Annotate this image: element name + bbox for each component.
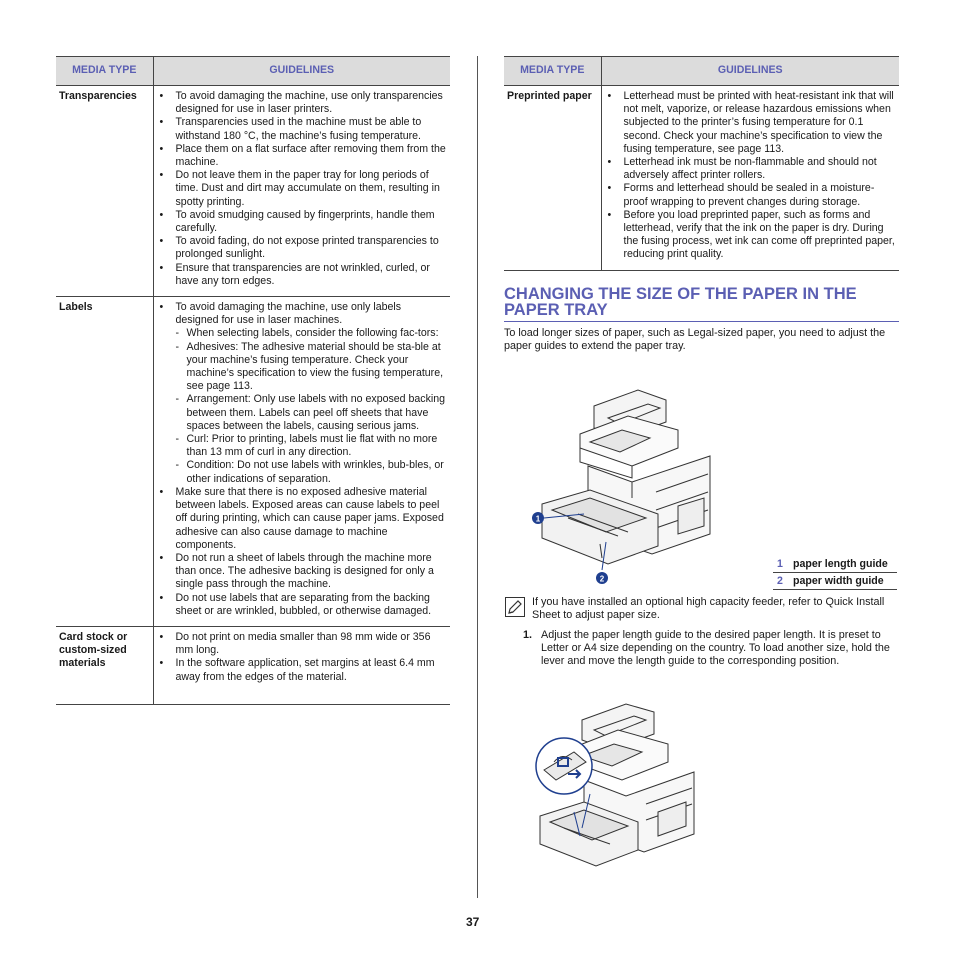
list-item: •Forms and letterhead should be sealed i… [607, 182, 875, 208]
note-icon [505, 597, 525, 617]
right-column: MEDIA TYPE GUIDELINES Preprinted paper •… [504, 56, 899, 353]
guidelines-cell: •Do not print on media smaller than 98 m… [153, 626, 450, 705]
list-item: •Make sure that there is no exposed adhe… [159, 485, 444, 551]
legend-item: 2 paper width guide [773, 573, 897, 590]
svg-text:1: 1 [536, 515, 541, 524]
page-number: 37 [466, 915, 480, 929]
list-item: •Letterhead must be printed with heat-re… [607, 90, 894, 155]
table-row: Preprinted paper •Letterhead must be pri… [504, 85, 899, 271]
list-item: •To avoid smudging caused by fingerprint… [159, 208, 435, 235]
header-media-type: MEDIA TYPE [504, 56, 602, 86]
callout-2: 2 [596, 572, 608, 584]
list-item: •Ensure that transparencies are not wrin… [159, 261, 430, 287]
table-row: Labels •To avoid damaging the machine, u… [56, 296, 450, 627]
media-guidelines-table-right: MEDIA TYPE GUIDELINES Preprinted paper •… [504, 56, 899, 271]
sub-list-item: -Adhesives: The adhesive material should… [175, 340, 444, 393]
list-item: •In the software application, set margin… [159, 657, 435, 683]
table-row: Transparencies •To avoid damaging the ma… [56, 85, 450, 298]
sub-list-item: -Condition: Do not use labels with wrink… [175, 459, 444, 485]
list-item: •To avoid damaging the machine, use only… [159, 301, 446, 485]
legend-item: 1 paper length guide [773, 556, 897, 573]
guidelines-cell: •To avoid damaging the machine, use only… [153, 296, 450, 627]
note-text: If you have installed an optional high c… [532, 596, 885, 622]
media-type-cell: Transparencies [56, 85, 154, 298]
step-1: 1. Adjust the paper length guide to the … [523, 629, 895, 669]
header-media-type: MEDIA TYPE [56, 56, 154, 86]
pencil-icon [508, 600, 522, 614]
list-item: •Transparencies used in the machine must… [159, 116, 422, 142]
list-item: •Do not print on media smaller than 98 m… [159, 630, 431, 657]
media-type-cell: Preprinted paper [504, 85, 602, 271]
step-number: 1. [523, 629, 533, 641]
callout-legend: 1 paper length guide 2 paper width guide [773, 556, 897, 590]
svg-text:2: 2 [600, 575, 605, 584]
media-guidelines-table-left: MEDIA TYPE GUIDELINES Transparencies •To… [56, 56, 450, 705]
length-guide-illustration [535, 703, 695, 867]
sub-list-item: -Arrangement: Only use labels with no ex… [175, 393, 446, 432]
table-row: Card stock or custom-sized materials •Do… [56, 626, 450, 705]
printer-illustration: 1 2 [532, 389, 711, 584]
list-item: •Before you load preprinted paper, such … [607, 208, 895, 261]
media-type-cell: Card stock or custom-sized materials [56, 626, 154, 705]
sub-list-item: -When selecting labels, consider the fol… [175, 327, 439, 340]
sub-list-item: -Curl: Prior to printing, labels must li… [175, 433, 438, 459]
guidelines-cell: •To avoid damaging the machine, use only… [153, 85, 450, 298]
section-heading-wrap: CHANGING THE SIZE OF THE PAPER IN THE PA… [504, 285, 899, 322]
list-item: •Do not leave them in the paper tray for… [159, 169, 440, 208]
left-column: MEDIA TYPE GUIDELINES Transparencies •To… [56, 56, 450, 705]
printer-body [541, 389, 711, 565]
header-guidelines: GUIDELINES [601, 56, 899, 86]
list-item: •Letterhead ink must be non-flammable an… [607, 156, 877, 182]
list-item: •Place them on a flat surface after remo… [159, 142, 446, 169]
media-type-cell: Labels [56, 296, 154, 627]
list-item: •Do not use labels that are separating f… [159, 591, 432, 617]
list-item: •To avoid damaging the machine, use only… [159, 90, 443, 116]
list-item: •To avoid fading, do not expose printed … [159, 235, 439, 261]
list-item: •Do not run a sheet of labels through th… [159, 551, 434, 591]
column-divider [477, 56, 478, 898]
intro-paragraph: To load longer sizes of paper, such as L… [504, 326, 886, 352]
step-text: Adjust the paper length guide to the des… [541, 629, 890, 668]
guidelines-cell: •Letterhead must be printed with heat-re… [601, 85, 899, 271]
callout-1: 1 [532, 512, 544, 524]
section-title: CHANGING THE SIZE OF THE PAPER IN THE PA… [504, 285, 899, 322]
header-guidelines: GUIDELINES [153, 56, 450, 86]
